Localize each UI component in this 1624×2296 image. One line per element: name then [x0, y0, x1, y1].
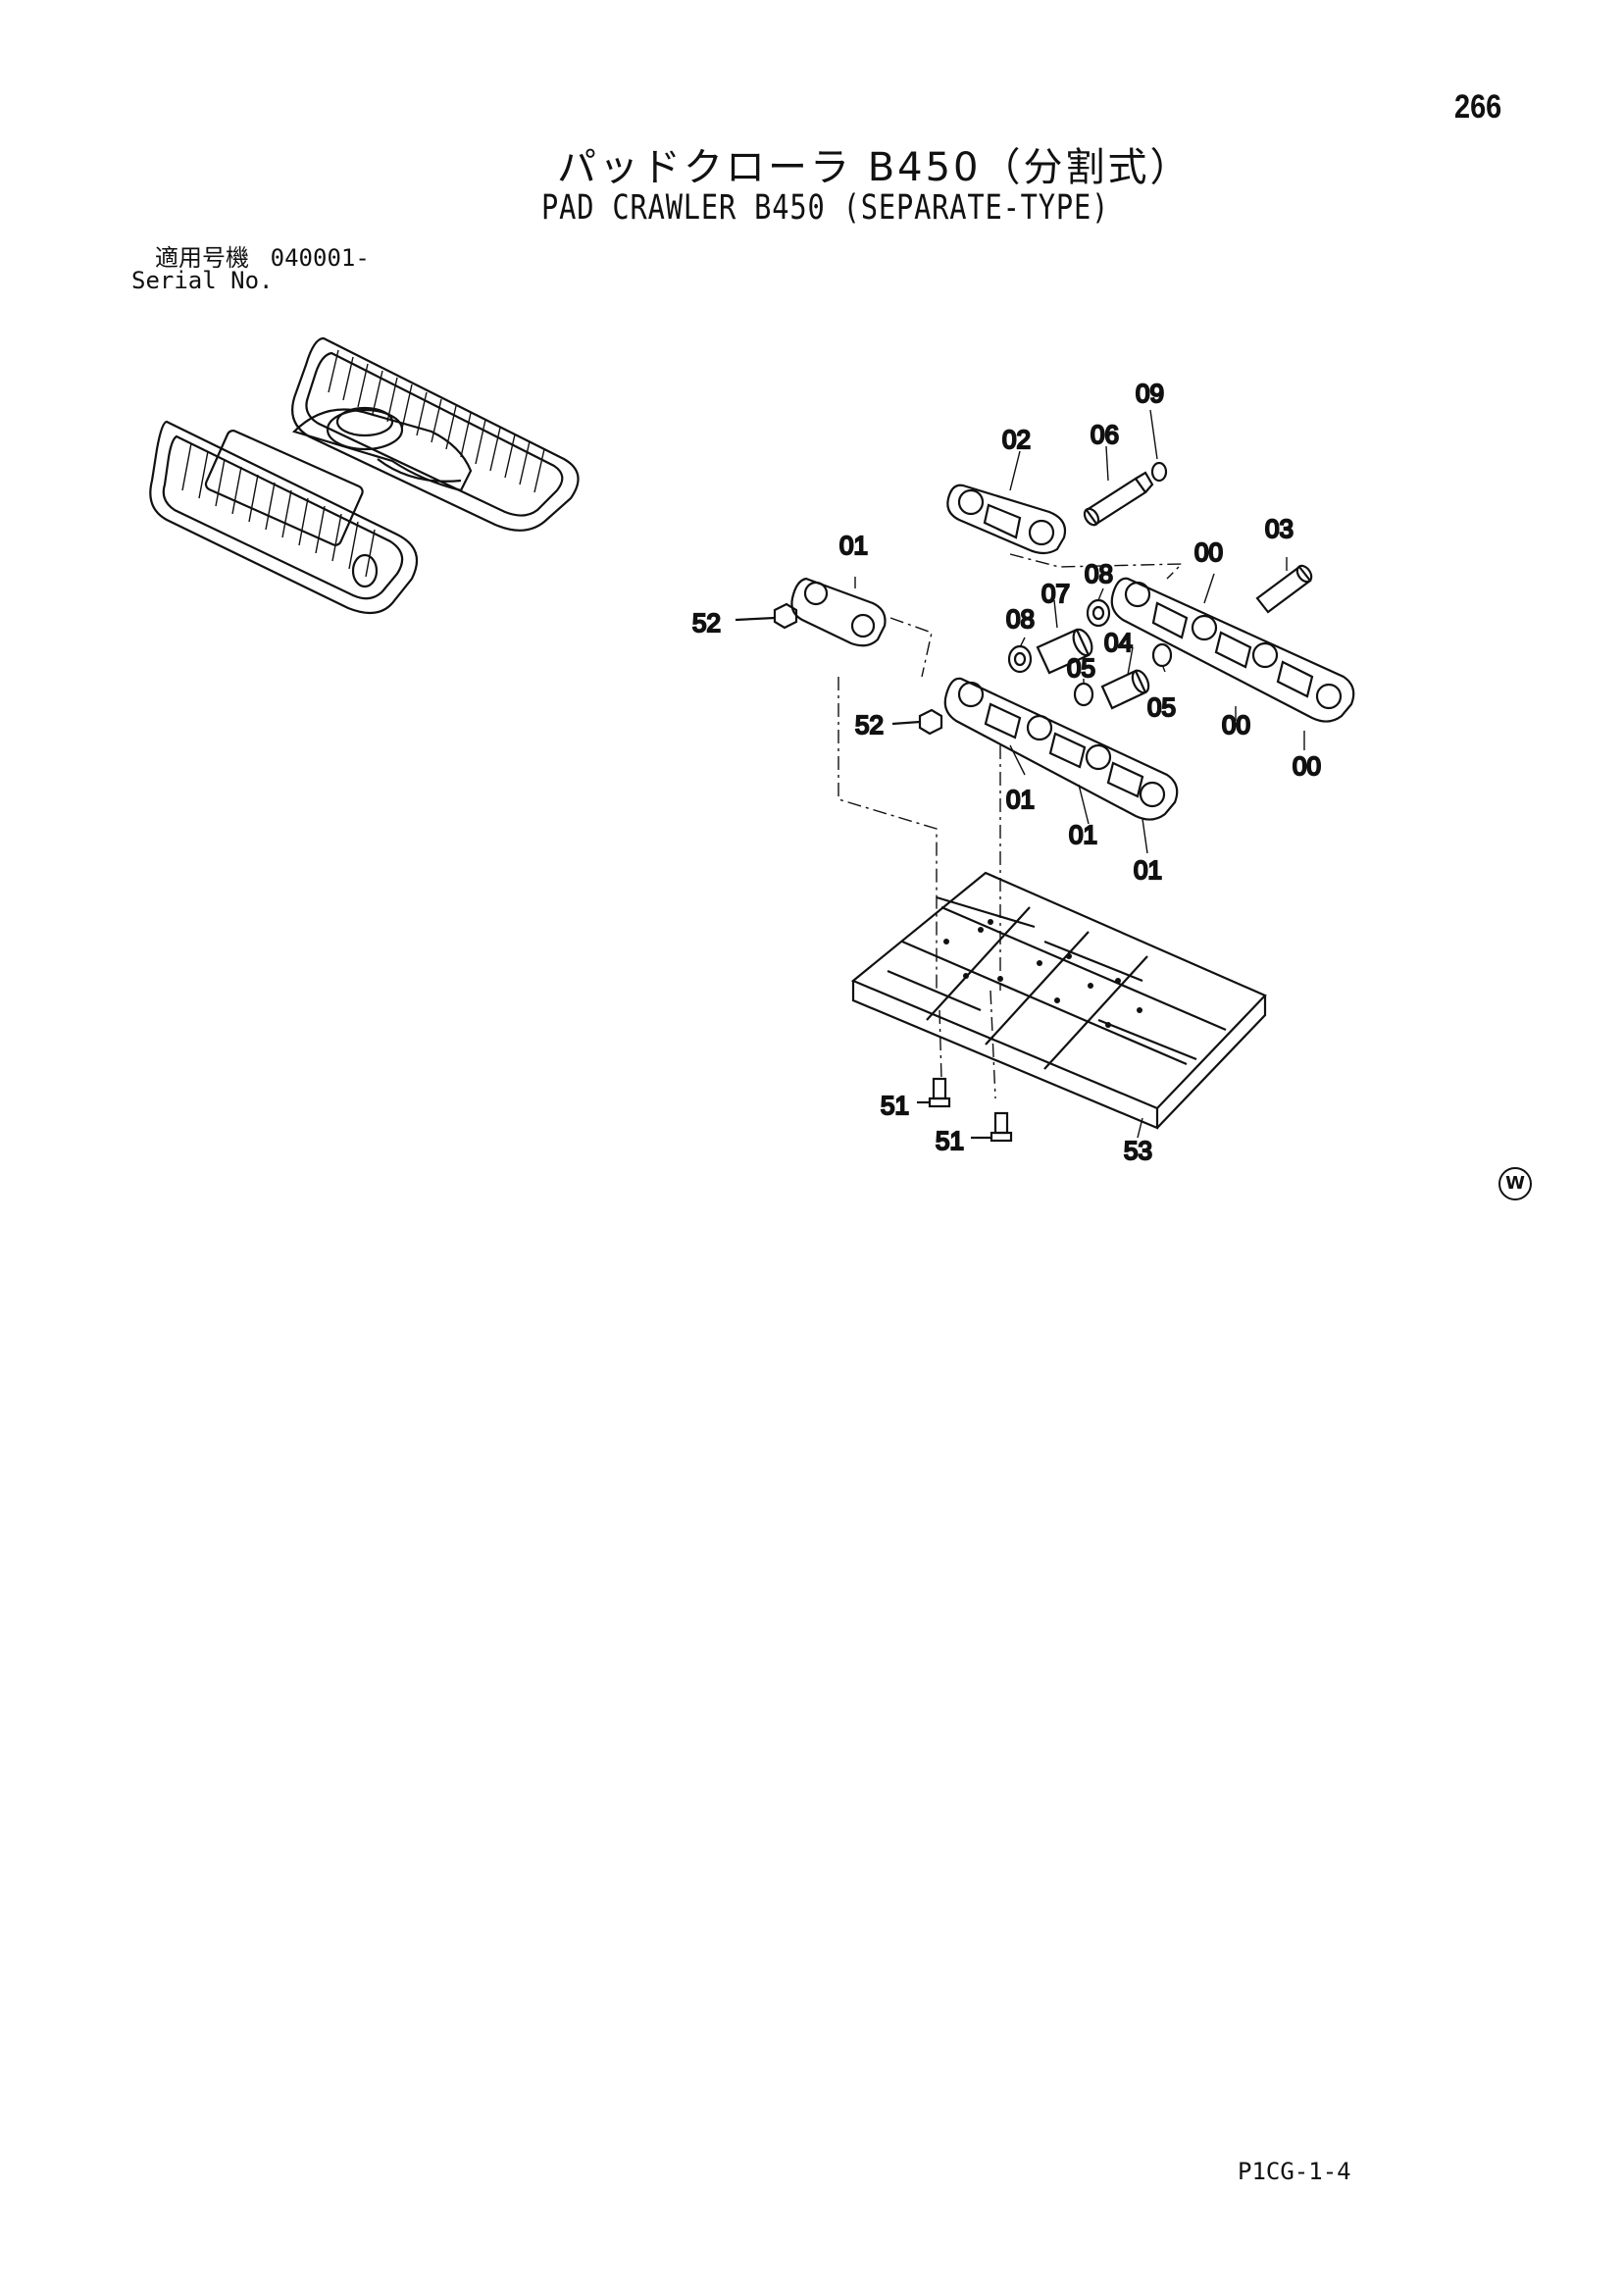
footer-code: P1CG-1-4: [1238, 2158, 1351, 2185]
serial-label-jp: 適用号機 040001-: [155, 238, 370, 273]
callout-09: 09: [1136, 379, 1164, 408]
callout-00-bottom: 00: [1293, 751, 1321, 781]
undercarriage-overview-illustration: [149, 336, 580, 615]
serial-label-en: Serial No.: [131, 267, 274, 294]
callout-00-top: 00: [1194, 537, 1223, 567]
callout-leaders: [854, 409, 1305, 1139]
seal-05-b: [1151, 642, 1173, 668]
w-mark-icon: W: [1498, 1167, 1532, 1200]
callout-labels: 09 02 06 03 01 00 08 07 08 52 04 05 05 0…: [691, 378, 1322, 1166]
bolt-51-b: [971, 1111, 1013, 1143]
callout-06: 06: [1091, 420, 1119, 449]
callout-01-c: 01: [1134, 855, 1162, 885]
serial-value: 040001-: [270, 244, 370, 272]
assembly-lines: [837, 553, 1184, 1099]
callout-03: 03: [1265, 514, 1294, 543]
bolt-51-a: [917, 1077, 951, 1108]
chain-00: [1110, 577, 1355, 723]
callout-01-b: 01: [1069, 820, 1097, 849]
bushing-04: [1100, 669, 1150, 710]
bushing-07: [1036, 628, 1093, 675]
title-english: PAD CRAWLER B450 (SEPARATE-TYPE): [541, 188, 1110, 228]
serial-label-jp-text: 適用号機: [155, 244, 249, 272]
snap-ring-09: [1150, 461, 1168, 483]
pin-03: [1255, 564, 1313, 614]
callout-08-a: 08: [1085, 559, 1113, 588]
title-japanese: パッドクローラ B450（分割式）: [557, 145, 1193, 190]
callout-53: 53: [1124, 1136, 1152, 1165]
callout-52-lower: 52: [855, 710, 884, 740]
callout-51-b: 51: [936, 1126, 964, 1155]
callout-04: 04: [1104, 628, 1133, 657]
callout-07: 07: [1041, 579, 1070, 608]
shoe-plates-53: [850, 871, 1267, 1130]
callout-01-a: 01: [1006, 785, 1035, 814]
link-01-chain: [943, 677, 1179, 821]
nut-52-upper: [735, 602, 798, 630]
callout-00-mid: 00: [1222, 710, 1250, 740]
callout-05-a: 05: [1067, 653, 1095, 683]
washer-08-b: [1007, 644, 1033, 674]
callout-08-b: 08: [1006, 604, 1035, 634]
callout-51-a: 51: [881, 1091, 909, 1120]
seal-05-a: [1073, 682, 1094, 707]
link-02: [946, 484, 1067, 555]
nut-52-lower: [891, 708, 943, 736]
link-01-left: [790, 577, 887, 647]
callout-01-top: 01: [839, 531, 868, 560]
callout-05-b: 05: [1147, 692, 1176, 722]
washer-08-a: [1086, 598, 1111, 628]
callout-02: 02: [1002, 425, 1031, 454]
callout-52-upper: 52: [692, 608, 721, 638]
page-number: 266: [1454, 88, 1502, 126]
pin-06: [1083, 471, 1154, 527]
